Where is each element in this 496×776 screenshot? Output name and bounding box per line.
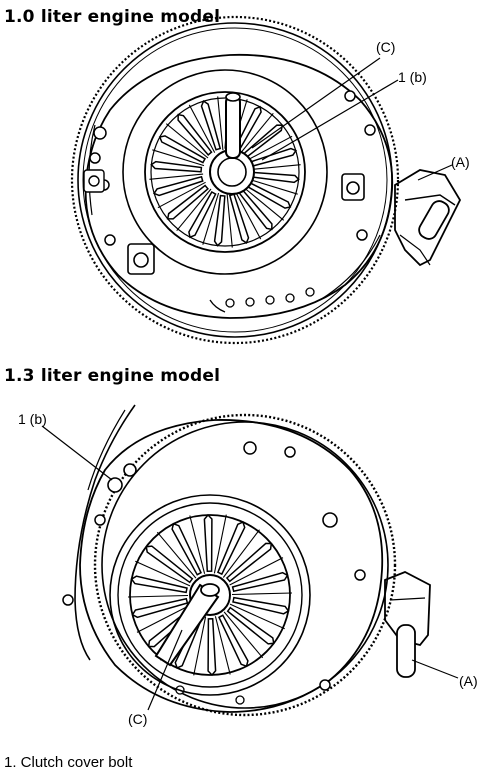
flywheel-holder-tool-1 (394, 169, 462, 267)
leaders-2 (41, 425, 459, 711)
finger-slot (245, 177, 298, 195)
flywheel-2 (62, 404, 397, 717)
figure-2: 1.3 liter engine model (4, 366, 478, 727)
diaphragm-finger (150, 160, 203, 173)
finger-slot (193, 616, 207, 676)
label-a-2: (A) (459, 673, 478, 689)
figure-1-title: 1.0 liter engine model (4, 7, 220, 27)
label-a-1: (A) (451, 154, 470, 170)
legend-item-1: 1. Clutch cover bolt (4, 754, 133, 771)
finger-slot (213, 514, 227, 574)
finger-slot (226, 193, 233, 248)
leaders-1 (251, 57, 453, 181)
finger-slot (149, 173, 204, 180)
finger-slot (214, 616, 231, 675)
diaphragm-finger (216, 521, 246, 576)
finger-slot (217, 96, 224, 151)
diaphragm-finger (200, 99, 222, 151)
diaphragm-spring-2 (127, 513, 293, 677)
diaphragm-finger (207, 618, 217, 677)
label-c-2: (C) (128, 711, 147, 727)
diaphragm-finger (218, 614, 249, 668)
figure-1: 1.0 liter engine model (4, 7, 470, 345)
diaphragm-finger (226, 606, 275, 645)
diaphragm-finger (231, 571, 289, 593)
diaphragm-finger (145, 545, 194, 584)
diaphragm-finger (203, 513, 213, 572)
finger-slot (165, 123, 209, 159)
diaphragm-finger (213, 194, 226, 247)
finger-slot (135, 560, 191, 587)
diaphragm-finger (188, 190, 217, 239)
cover-bolt-1b (341, 173, 365, 201)
center-guide-tool-2 (154, 583, 220, 667)
finger-slot (202, 192, 220, 245)
finger-slot (244, 135, 293, 163)
finger-slot (222, 529, 260, 578)
diaphragm-finger (130, 575, 188, 594)
finger-slot (136, 604, 191, 633)
finger-slot (234, 191, 262, 240)
finger-slot (229, 603, 285, 630)
diaphragm-finger (228, 193, 250, 245)
diaphragm-finger (225, 542, 273, 583)
label-b-2: 1 (b) (18, 411, 47, 427)
finger-slot (231, 592, 293, 596)
finger-slot (238, 112, 274, 156)
finger-slot (246, 164, 301, 171)
diaphragm-finger (177, 113, 213, 156)
diaphragm-finger (232, 596, 290, 615)
finger-slot (127, 594, 189, 598)
diaphragm-finger (247, 171, 300, 184)
cover-bolt-1c (83, 169, 105, 193)
diaphragm-finger (152, 175, 204, 197)
diaphragm-finger (131, 597, 189, 619)
diaphragm-finger (166, 184, 209, 220)
center-guide-tool-1 (225, 92, 241, 159)
diaphragm-finger (158, 135, 207, 164)
finger-slot (188, 104, 216, 153)
finger-slot (152, 149, 205, 167)
diaphragm-finger (171, 522, 202, 576)
flywheel-holder-tool-2 (384, 571, 431, 678)
finger-slot (189, 515, 206, 574)
cover-bolt-1a (127, 243, 155, 275)
finger-slot (223, 611, 264, 659)
label-b-1: 1 (b) (398, 69, 427, 85)
finger-slot (156, 531, 197, 579)
finger-slot (229, 557, 284, 586)
finger-slot (176, 188, 212, 232)
flywheel-1 (70, 15, 400, 345)
finger-slot (241, 185, 285, 221)
finger-slot (157, 181, 206, 209)
figure-2-title: 1.3 liter engine model (4, 366, 220, 386)
label-c-1: (C) (376, 39, 395, 55)
